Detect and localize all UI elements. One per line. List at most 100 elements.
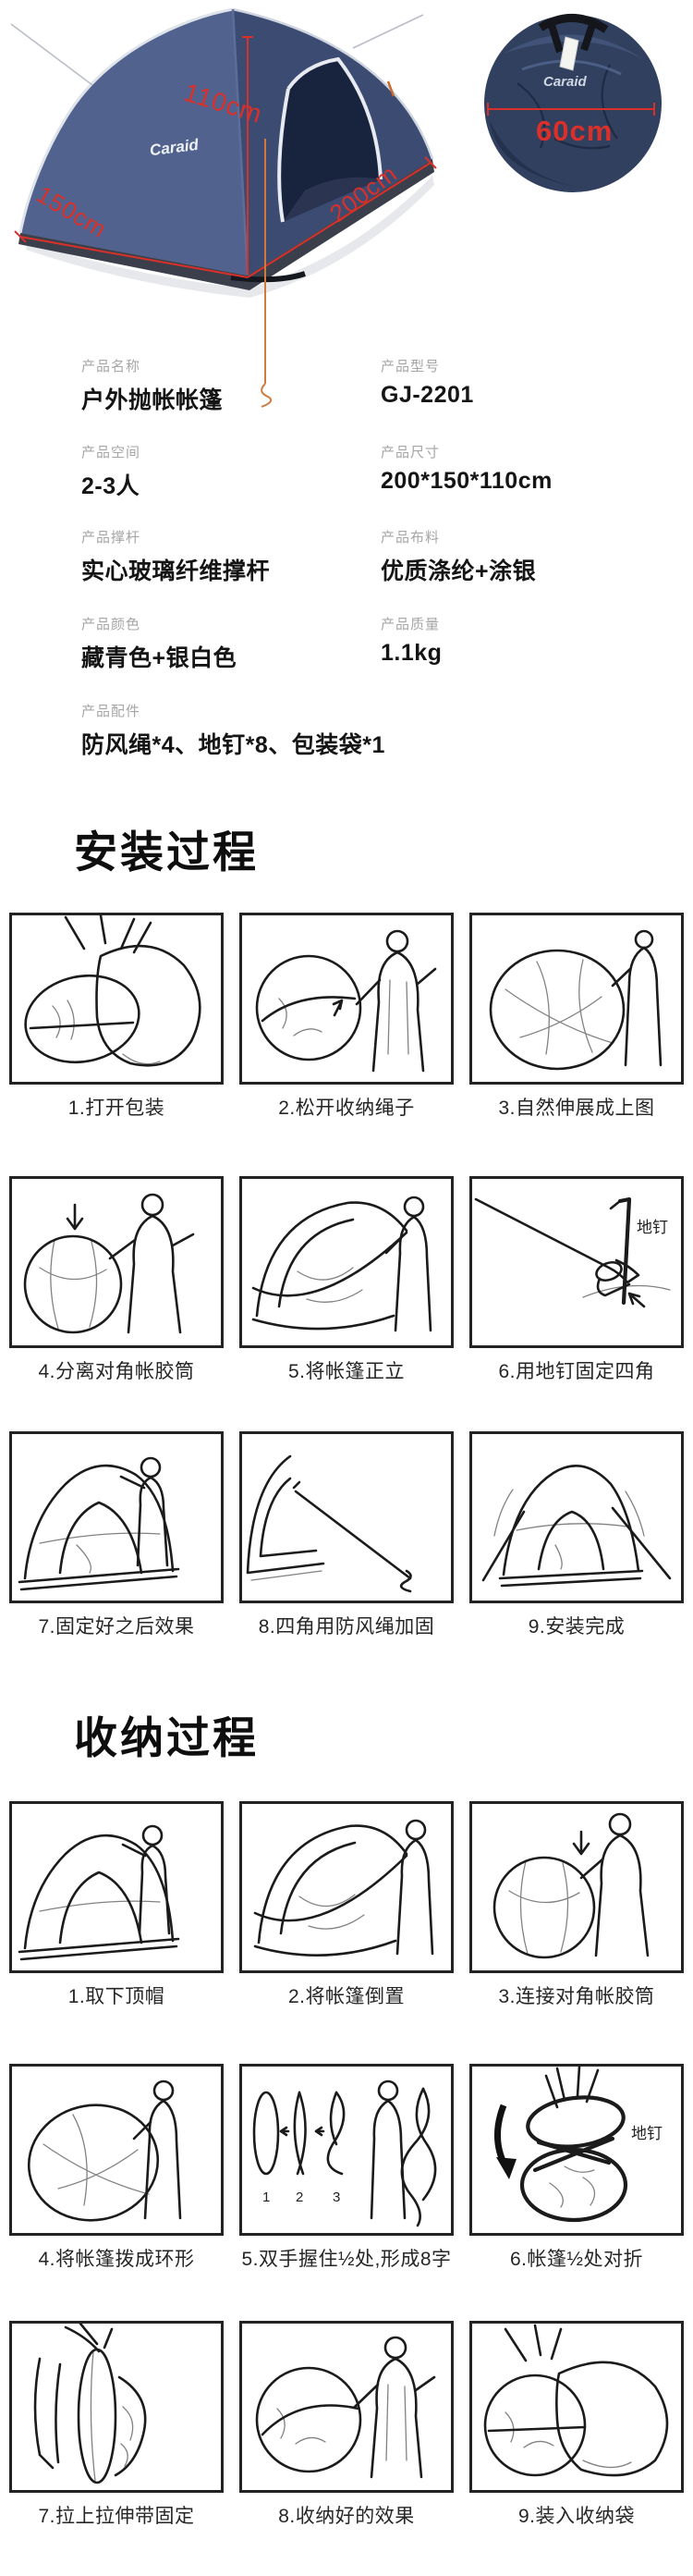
- staked-result-illustration: [18, 1456, 180, 1591]
- packed-result-illustration: [255, 2336, 436, 2479]
- spec-value: 实心玻璃纤维撑杆: [81, 558, 271, 584]
- fold-half-illustration: 地钉: [493, 2067, 663, 2223]
- install-step-3: 3.自然伸展成上图: [469, 913, 684, 1121]
- bag-brand-logo: Caraid: [543, 74, 587, 90]
- install-step-7-caption: 7.固定好之后效果: [38, 1616, 195, 1638]
- install-step-4: 4.分离对角帐胶筒: [9, 1176, 224, 1384]
- install-step-2-box: [239, 913, 454, 1085]
- spec-accessories: 产品配件 防风绳*4、地钉*8、包装袋*1: [81, 701, 654, 760]
- storage-step-7-caption: 7.拉上拉伸带固定: [38, 2506, 195, 2527]
- storage-step-2-box: [239, 1801, 454, 1973]
- storage-step-9: 9.装入收纳袋: [469, 2321, 684, 2529]
- storage-step-3-caption: 3.连接对角帐胶筒: [498, 1986, 655, 2007]
- storage-step-1: 1.取下顶帽: [9, 1801, 224, 2009]
- storage-step-3: 3.连接对角帐胶筒: [469, 1801, 684, 2009]
- spec-product-name: 产品名称 户外抛帐帐篷: [81, 356, 386, 415]
- bag-diameter-label: 60cm: [536, 115, 614, 147]
- loosen-rope-illustration: [255, 929, 437, 1073]
- storage-step-1-caption: 1.取下顶帽: [67, 1986, 165, 2007]
- spec-label: 产品配件: [81, 704, 141, 719]
- install-step-8-caption: 8.四角用防风绳加固: [258, 1616, 435, 1638]
- install-step-5-caption: 5.将帐篷正立: [287, 1361, 405, 1382]
- spec-label: 产品撑杆: [81, 530, 141, 546]
- spec-label: 产品名称: [81, 359, 141, 374]
- spec-label: 产品型号: [381, 359, 441, 374]
- storage-steps-row-1: 1.取下顶帽 2.将帐篷倒置: [9, 1801, 684, 2009]
- install-step-3-box: [469, 913, 684, 1085]
- bag-in-illustration: [483, 2324, 669, 2477]
- separate-hubs-illustration: [23, 1193, 195, 1334]
- install-steps-row-3: 7.固定好之后效果 8.四角用防风绳加固: [9, 1431, 684, 1639]
- install-step-5-box: [239, 1176, 454, 1348]
- join-hubs-illustration: [492, 1812, 650, 1959]
- install-step-3-caption: 3.自然伸展成上图: [498, 1098, 655, 1119]
- storage-step-5: 1 2 3 5.双手握住½处,形成8字: [239, 2064, 454, 2272]
- install-steps-row-1: 1.打开包装 2.松开收纳绳子: [9, 913, 684, 1121]
- storage-step-5-caption: 5.双手握住½处,形成8字: [241, 2249, 452, 2270]
- spec-value: 2-3人: [81, 473, 140, 499]
- storage-step-9-caption: 9.装入收纳袋: [517, 2506, 635, 2527]
- spec-size: 产品尺寸 200*150*110cm: [381, 442, 686, 495]
- spec-label: 产品空间: [81, 445, 141, 460]
- spec-value: 优质涤纶+涂银: [381, 558, 537, 584]
- storage-step-6-caption: 6.帐篷½处对折: [509, 2249, 644, 2270]
- tent-photo: [10, 7, 434, 290]
- install-step-1: 1.打开包装: [9, 913, 224, 1121]
- spec-label: 产品质量: [381, 617, 441, 632]
- complete-illustration: [481, 1465, 672, 1588]
- bag-photo: [484, 14, 662, 192]
- shape-3-number: 3: [333, 2190, 340, 2205]
- storage-step-7-box: [9, 2321, 224, 2493]
- strap-fix-illustration: [33, 2324, 147, 2484]
- spec-label: 产品颜色: [81, 617, 141, 632]
- install-step-6-caption: 6.用地钉固定四角: [498, 1361, 655, 1382]
- install-section-title: 安装过程: [74, 828, 259, 877]
- dimension-lines: [14, 36, 437, 278]
- storage-step-7: 7.拉上拉伸带固定: [9, 2321, 224, 2529]
- storage-steps-row-3: 7.拉上拉伸带固定 8.收纳好的效果: [9, 2321, 684, 2529]
- storage-step-4: 4.将帐篷拨成环形: [9, 2064, 224, 2272]
- hero-photo-illustration: [10, 7, 662, 408]
- install-step-4-box: [9, 1176, 224, 1348]
- spec-value: 1.1kg: [381, 640, 443, 666]
- storage-step-4-box: [9, 2064, 224, 2236]
- install-step-6: 地钉 6.用地钉固定四角: [469, 1176, 684, 1384]
- spec-label: 产品尺寸: [381, 445, 441, 460]
- install-step-2: 2.松开收纳绳子: [239, 913, 454, 1121]
- stake-corners-illustration: 地钉: [474, 1196, 671, 1308]
- storage-step-3-box: [469, 1801, 684, 1973]
- install-step-9-box: [469, 1431, 684, 1603]
- invert-tent-illustration: [253, 1819, 434, 1957]
- windrope-illustration: [246, 1454, 412, 1593]
- install-step-9-caption: 9.安装完成: [528, 1616, 626, 1638]
- install-step-7: 7.固定好之后效果: [9, 1431, 224, 1639]
- install-step-2-caption: 2.松开收纳绳子: [278, 1098, 415, 1119]
- storage-step-6-box: 地钉: [469, 2064, 684, 2236]
- install-step-8: 8.四角用防风绳加固: [239, 1431, 454, 1639]
- expand-illustration: [489, 929, 663, 1071]
- spec-value: 200*150*110cm: [381, 468, 553, 494]
- storage-step-4-caption: 4.将帐篷拨成环形: [38, 2249, 195, 2270]
- spec-fabric: 产品布料 优质涤纶+涂银: [381, 527, 686, 586]
- spec-value: GJ-2201: [381, 382, 474, 408]
- spec-pole: 产品撑杆 实心玻璃纤维撑杆: [81, 527, 386, 586]
- open-package-illustration: [24, 915, 201, 1067]
- install-step-5: 5.将帐篷正立: [239, 1176, 454, 1384]
- storage-step-6: 地钉 6.帐篷½处对折: [469, 2064, 684, 2272]
- storage-step-8-box: [239, 2321, 454, 2493]
- spec-label: 产品布料: [381, 530, 441, 546]
- install-step-7-box: [9, 1431, 224, 1603]
- install-step-1-box: [9, 913, 224, 1085]
- install-step-9: 9.安装完成: [469, 1431, 684, 1639]
- spec-value: 户外抛帐帐篷: [81, 387, 224, 413]
- install-step-6-box: 地钉: [469, 1176, 684, 1348]
- storage-step-2: 2.将帐篷倒置: [239, 1801, 454, 2009]
- spec-capacity: 产品空间 2-3人: [81, 442, 386, 501]
- spec-value: 防风绳*4、地钉*8、包装袋*1: [81, 732, 385, 758]
- storage-section-title: 收纳过程: [74, 1713, 259, 1762]
- spec-color: 产品颜色 藏青色+银白色: [81, 614, 386, 673]
- shape-2-number: 2: [296, 2190, 303, 2205]
- spec-value: 藏青色+银白色: [81, 645, 237, 671]
- storage-step-1-box: [9, 1801, 224, 1973]
